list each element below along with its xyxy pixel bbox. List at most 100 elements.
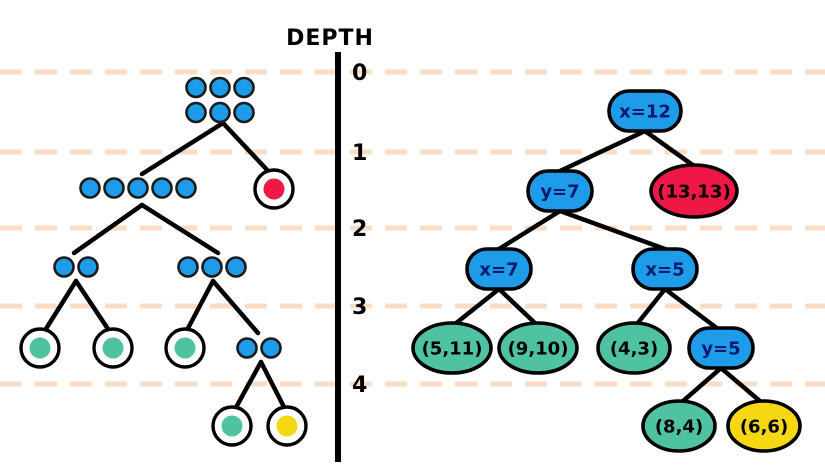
kd-node-n-511[interactable]: (5,11) xyxy=(411,321,493,375)
kd-node-n-x5[interactable]: x=5 xyxy=(631,247,699,291)
kd-node-label: x=5 xyxy=(645,260,684,281)
kd-node-label: x=12 xyxy=(619,102,671,123)
leaf-point xyxy=(102,337,124,359)
bucket-leaf-leaf-d4-a[interactable] xyxy=(211,405,253,447)
kd-node-shape xyxy=(411,321,493,375)
depth-tick-4: 4 xyxy=(352,373,367,398)
kd-edge-n-y5-to-n-84 xyxy=(679,365,724,405)
kd-edge-n-x7-to-n-511 xyxy=(452,286,502,327)
bucket-point xyxy=(233,76,255,99)
kd-edge-n-x12-to-n-1313 xyxy=(642,128,697,169)
kd-node-n-x12[interactable]: x=12 xyxy=(607,89,683,133)
kd-node-shape xyxy=(465,247,533,291)
bucket-edge-d2-left-to-leaf-d3-a xyxy=(41,278,79,335)
bucket-point xyxy=(260,337,282,359)
kd-edge-n-y5-to-n-66 xyxy=(718,365,764,405)
depth-tick-1: 1 xyxy=(352,141,367,166)
bucket-tree-edges xyxy=(41,120,289,414)
bucket-edge-d3-right-to-leaf-d4-a xyxy=(231,359,264,414)
depth-axis-title: DEPTH xyxy=(286,26,374,51)
kd-node-shape xyxy=(687,326,755,370)
bucket-point xyxy=(127,177,149,199)
kd-node-shape xyxy=(641,399,717,453)
kd-node-label: (8,4) xyxy=(655,417,703,438)
bucket-cluster-d2-right[interactable] xyxy=(177,256,247,278)
kd-node-label: (6,6) xyxy=(740,417,788,438)
depth-tick-3: 3 xyxy=(352,295,367,320)
kd-edge-n-y7-to-n-x7 xyxy=(496,208,563,252)
kd-tree-nodes: x=12 y=7 (13,13) x=7 x=5 (5,11) (9,10) (4,3) y=5… xyxy=(411,89,802,453)
bucket-edge-root-to-leaf-d1-red xyxy=(220,120,273,176)
kd-node-shape xyxy=(607,89,683,133)
bucket-point xyxy=(151,177,173,199)
depth-tick-2: 2 xyxy=(352,217,367,242)
bucket-point xyxy=(185,101,207,124)
kd-node-label: (5,11) xyxy=(422,339,483,360)
kd-edge-n-x7-to-n-910 xyxy=(496,286,539,327)
bucket-point xyxy=(53,256,75,278)
bucket-point xyxy=(177,256,199,278)
leaf-point xyxy=(276,415,298,437)
bucket-tree-nodes xyxy=(19,76,308,447)
kd-node-shape xyxy=(497,321,579,375)
kd-node-label: y=5 xyxy=(701,339,740,360)
bucket-cluster-d3-right[interactable] xyxy=(236,337,282,359)
kd-node-shape xyxy=(526,169,594,213)
kd-node-n-y7[interactable]: y=7 xyxy=(526,169,594,213)
kd-node-n-66[interactable]: (6,6) xyxy=(726,399,802,453)
bucket-point xyxy=(233,101,255,124)
kd-node-label: (9,10) xyxy=(508,339,569,360)
kd-node-shape xyxy=(596,321,672,375)
bucket-edge-root-to-d1-left xyxy=(139,120,226,177)
bucket-edge-d1-left-to-d2-right xyxy=(139,202,221,256)
kd-edge-n-x12-to-n-y7 xyxy=(557,128,648,174)
kd-tree-edges xyxy=(452,128,764,405)
kd-node-n-84[interactable]: (8,4) xyxy=(641,399,717,453)
kd-node-label: (4,3) xyxy=(610,339,658,360)
bucket-leaf-leaf-d3-b[interactable] xyxy=(92,327,134,369)
bucket-leaf-leaf-d3-a[interactable] xyxy=(19,327,61,369)
bucket-point xyxy=(185,76,207,99)
kd-node-label: (13,13) xyxy=(657,182,730,203)
bucket-point xyxy=(201,256,223,278)
kd-node-shape xyxy=(649,163,739,219)
kd-node-n-910[interactable]: (9,10) xyxy=(497,321,579,375)
kd-node-n-1313[interactable]: (13,13) xyxy=(649,163,739,219)
bucket-edge-d2-right-to-d3-right xyxy=(210,278,261,336)
bucket-leaf-leaf-d3-c[interactable] xyxy=(164,327,206,369)
leaf-point xyxy=(263,178,285,200)
bucket-point xyxy=(175,177,197,199)
bucket-point xyxy=(79,177,101,199)
bucket-edge-d3-right-to-leaf-d4-b xyxy=(258,359,289,414)
bucket-leaf-leaf-d1-red[interactable] xyxy=(253,168,295,210)
leaf-point xyxy=(221,415,243,437)
kd-node-n-x7[interactable]: x=7 xyxy=(465,247,533,291)
bucket-cluster-root[interactable] xyxy=(185,76,255,124)
kd-node-label: x=7 xyxy=(479,260,518,281)
depth-axis: DEPTH 0 1 2 3 4 xyxy=(286,26,374,462)
bucket-point xyxy=(209,76,231,99)
depth-tick-0: 0 xyxy=(352,61,367,86)
kd-node-n-y5[interactable]: y=5 xyxy=(687,326,755,370)
bucket-point xyxy=(209,101,231,124)
bucket-edge-d2-left-to-leaf-d3-b xyxy=(73,278,113,335)
kd-edge-n-x5-to-n-43 xyxy=(634,286,668,327)
bucket-cluster-d2-left[interactable] xyxy=(53,256,99,278)
leaf-point xyxy=(29,337,51,359)
bucket-point xyxy=(103,177,125,199)
bucket-point xyxy=(236,337,258,359)
kd-node-shape xyxy=(726,399,802,453)
bucket-edge-d1-left-to-d2-left xyxy=(71,202,145,256)
kd-edge-n-y7-to-n-x5 xyxy=(557,208,668,252)
bucket-cluster-d1-left[interactable] xyxy=(79,177,197,199)
bucket-point xyxy=(225,256,247,278)
kd-edge-n-x5-to-n-y5 xyxy=(662,286,721,332)
bucket-point xyxy=(77,256,99,278)
kd-node-shape xyxy=(631,247,699,291)
bucket-leaf-leaf-d4-b[interactable] xyxy=(266,405,308,447)
kd-node-n-43[interactable]: (4,3) xyxy=(596,321,672,375)
leaf-point xyxy=(174,337,196,359)
kd-node-label: y=7 xyxy=(540,182,579,203)
